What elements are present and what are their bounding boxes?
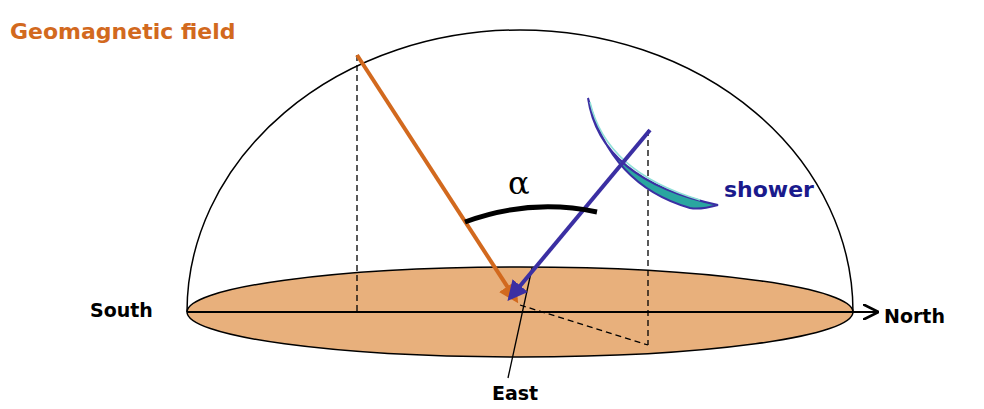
shower-label: shower bbox=[724, 178, 814, 202]
direction-label: South bbox=[90, 300, 153, 321]
field-label: Geomagnetic field bbox=[10, 20, 235, 44]
direction-label: North bbox=[884, 306, 945, 327]
shower-axis-arrow bbox=[510, 130, 650, 298]
south-north-axis bbox=[187, 311, 877, 313]
projection-line bbox=[647, 130, 648, 345]
projection-line bbox=[520, 305, 648, 345]
angle-symbol: α bbox=[508, 166, 530, 201]
geomagnetic-field-arrow bbox=[357, 55, 516, 300]
projection-line bbox=[356, 55, 357, 312]
angle-arc bbox=[465, 207, 597, 222]
shower-front bbox=[588, 98, 718, 209]
direction-label: East bbox=[492, 383, 538, 404]
